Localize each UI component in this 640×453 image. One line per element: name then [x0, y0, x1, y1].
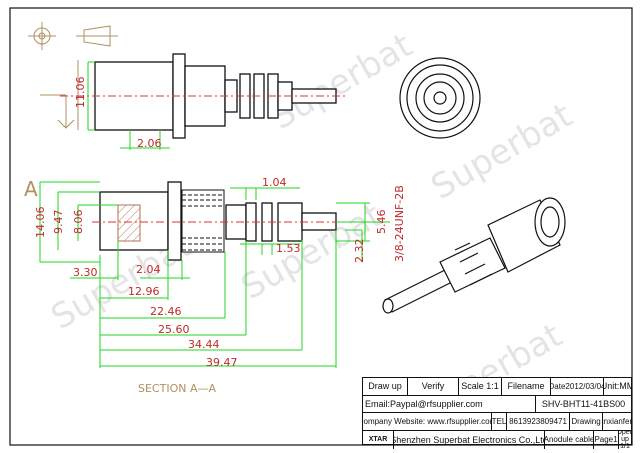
drawing-label: Drawing [570, 413, 603, 430]
verify-label: Verify [408, 378, 459, 395]
section-title: SECTION A—A [138, 382, 216, 395]
dim-12-96: 12.96 [128, 285, 160, 298]
section-marker: A [24, 177, 38, 201]
title-block: Draw up Verify Scale 1:1 Filename Date20… [362, 377, 632, 449]
dim-top-offset: 2.06 [137, 137, 162, 150]
tel-label: TEL [492, 413, 507, 430]
date-label: Date2012/03/04 [551, 378, 604, 395]
dim-39-47: 39.47 [206, 356, 238, 369]
dim-2-04: 2.04 [136, 263, 161, 276]
drawer-name: Qinxianfeng [603, 416, 631, 426]
company-logo: XTAR [363, 430, 394, 449]
dim-top-height: 11.06 [74, 77, 87, 109]
filename-label: Filename [502, 378, 551, 395]
open-up-label: Open up 1/1 [619, 430, 631, 449]
email-label: Email:Paypal@rfsupplier.com [363, 395, 536, 412]
dim-5-46: 5.46 [375, 210, 388, 235]
dim-1-53: 1.53 [276, 242, 301, 255]
website-label: Company Website: www.rfsupplier.com [363, 413, 492, 430]
dim-14-06: 14.06 [34, 207, 47, 239]
scale-label: Scale 1:1 [459, 378, 502, 395]
unit-label: Unit:MM [604, 381, 631, 392]
section-view [39, 181, 390, 368]
page-label: Page1 [594, 430, 619, 449]
tel-number: 8613923809471 [507, 413, 570, 430]
dim-8-06: 8.06 [72, 210, 85, 235]
projection-symbol [28, 22, 118, 50]
dim-9-47: 9.47 [52, 210, 65, 235]
draw-up-label: Draw up [363, 378, 408, 395]
dim-3-30: 3.30 [73, 266, 98, 279]
plating-label: Anodule cable [545, 430, 594, 449]
part-number: SHV-BHT11-41BS00 [541, 398, 626, 409]
dim-22-46: 22.46 [150, 305, 182, 318]
dim-thread: 3/8-24UNF-2B [393, 185, 406, 262]
top-view [40, 53, 345, 150]
company-name: Shenzhen Superbat Electronics Co.,Ltd [394, 430, 545, 449]
drawing-frame [9, 7, 633, 446]
dim-25-60: 25.60 [158, 323, 190, 336]
isometric-view [382, 197, 566, 314]
dim-1-04: 1.04 [262, 176, 287, 189]
end-view [399, 57, 481, 139]
dim-2-32: 2.32 [353, 239, 366, 264]
dim-34-44: 34.44 [188, 338, 220, 351]
